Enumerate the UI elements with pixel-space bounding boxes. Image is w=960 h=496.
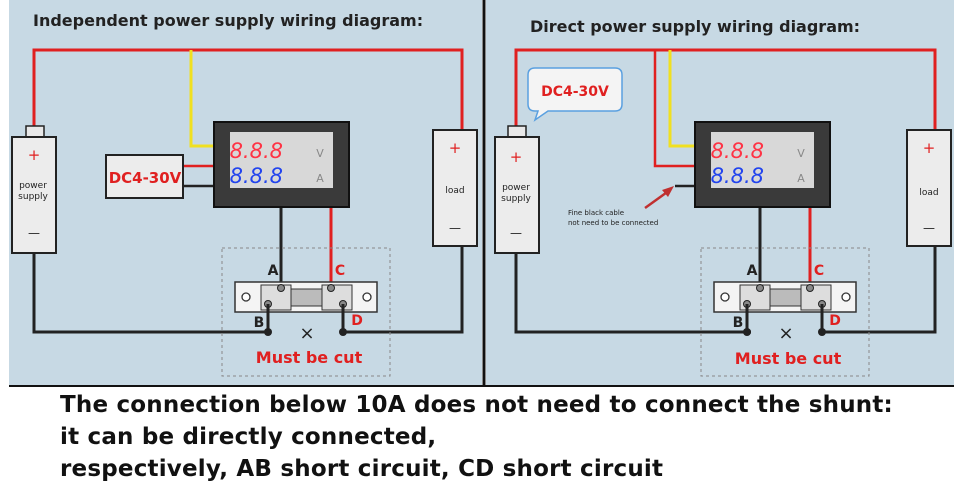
right-meter-current-digits: 8.8.8	[711, 164, 764, 188]
right-shunt-resistor	[769, 288, 802, 307]
left-load-label: load	[445, 186, 464, 196]
left-panel-title: Independent power supply wiring diagram:	[33, 11, 423, 30]
left-load	[432, 129, 478, 247]
caption-line-3: respectively, AB short circuit, CD short…	[60, 456, 664, 482]
left-meter-voltage-unit: V	[316, 147, 324, 160]
left-supply-plus: +	[28, 146, 41, 164]
left-dc-source-box	[105, 154, 184, 199]
right-supply-label-2: supply	[501, 194, 531, 204]
left-shunt-hole-left	[241, 292, 251, 302]
left-shunt-screw-c	[327, 284, 335, 292]
left-meter-current-unit: A	[316, 172, 324, 185]
left-shunt-screw-a	[277, 284, 285, 292]
right-label-d: D	[829, 313, 841, 329]
right-callout-bubble	[527, 67, 623, 122]
right-meter-current-unit: A	[797, 172, 805, 185]
right-must-be-cut: Must be cut	[735, 349, 842, 368]
left-supply-label-2: supply	[18, 192, 48, 202]
right-note-arrow-head	[662, 186, 674, 197]
caption-line-1: The connection below 10A does not need t…	[60, 392, 893, 418]
right-label-a: A	[747, 263, 758, 279]
right-load-minus: —	[923, 221, 935, 235]
right-shunt-block-right	[800, 284, 832, 311]
right-node-d	[818, 328, 826, 336]
left-label-a: A	[268, 263, 279, 279]
right-label-c: C	[814, 263, 824, 279]
right-supply-minus: —	[510, 226, 522, 240]
left-power-supply	[11, 136, 57, 254]
right-note-line-1: Fine black cable	[568, 209, 624, 217]
right-meter-voltage-unit: V	[797, 147, 805, 160]
left-shunt-hole-right	[362, 292, 372, 302]
left-meter-voltage-digits: 8.8.8	[230, 139, 283, 163]
left-label-b: B	[254, 315, 265, 331]
left-panel: Independent power supply wiring diagram:…	[11, 11, 478, 377]
left-cut-cross: ×	[299, 323, 314, 344]
right-panel: Direct power supply wiring diagram: DC4-…	[494, 17, 952, 377]
right-yellow-wire	[668, 50, 695, 148]
right-label-b: B	[733, 315, 744, 331]
right-shunt-screw-c	[806, 284, 814, 292]
right-supply-label-1: power	[502, 183, 530, 193]
left-supply-negative-wire	[32, 252, 270, 334]
right-meter-voltage-digits: 8.8.8	[711, 139, 764, 163]
left-shunt-block-right	[321, 284, 353, 311]
right-red-loop-wire	[514, 48, 937, 136]
caption-line-2: it can be directly connected,	[60, 424, 437, 450]
left-yellow-wire	[189, 50, 214, 148]
left-shunt-resistor	[290, 288, 323, 307]
right-power-supply	[494, 136, 540, 254]
right-red-branch-wire	[653, 50, 695, 168]
right-node-b	[743, 328, 751, 336]
left-load-negative-wire	[345, 246, 464, 334]
left-meter-display	[230, 132, 333, 188]
left-node-d	[339, 328, 347, 336]
right-shunt-screw-a	[756, 284, 764, 292]
right-shunt-hole-right	[841, 292, 851, 302]
right-panel-title: Direct power supply wiring diagram:	[530, 17, 860, 36]
left-load-plus: +	[449, 139, 462, 157]
right-supply-plus: +	[510, 148, 523, 166]
left-label-d: D	[351, 313, 363, 329]
left-supply-minus: —	[28, 226, 40, 240]
left-meter-current-digits: 8.8.8	[230, 164, 283, 188]
left-red-loop-wire	[32, 48, 464, 136]
right-load-negative-wire	[825, 246, 937, 334]
right-cut-cross: ×	[778, 323, 793, 344]
right-supply-negative-wire	[514, 252, 751, 334]
right-meter-display	[711, 132, 814, 188]
right-shunt-hole-left	[720, 292, 730, 302]
left-must-be-cut: Must be cut	[256, 348, 363, 367]
left-dc-source-label: DC4-30V	[109, 169, 182, 187]
right-load-label: load	[919, 188, 938, 198]
left-load-minus: —	[449, 221, 461, 235]
right-load	[906, 129, 952, 247]
left-node-b	[264, 328, 272, 336]
left-supply-label-1: power	[19, 181, 47, 191]
right-callout-label: DC4-30V	[541, 84, 609, 100]
right-shunt-dashed-box	[700, 247, 870, 377]
left-shunt-dashed-box	[221, 247, 391, 377]
right-note-line-2: not need to be connected	[568, 219, 658, 227]
left-label-c: C	[335, 263, 345, 279]
right-load-plus: +	[923, 139, 936, 157]
